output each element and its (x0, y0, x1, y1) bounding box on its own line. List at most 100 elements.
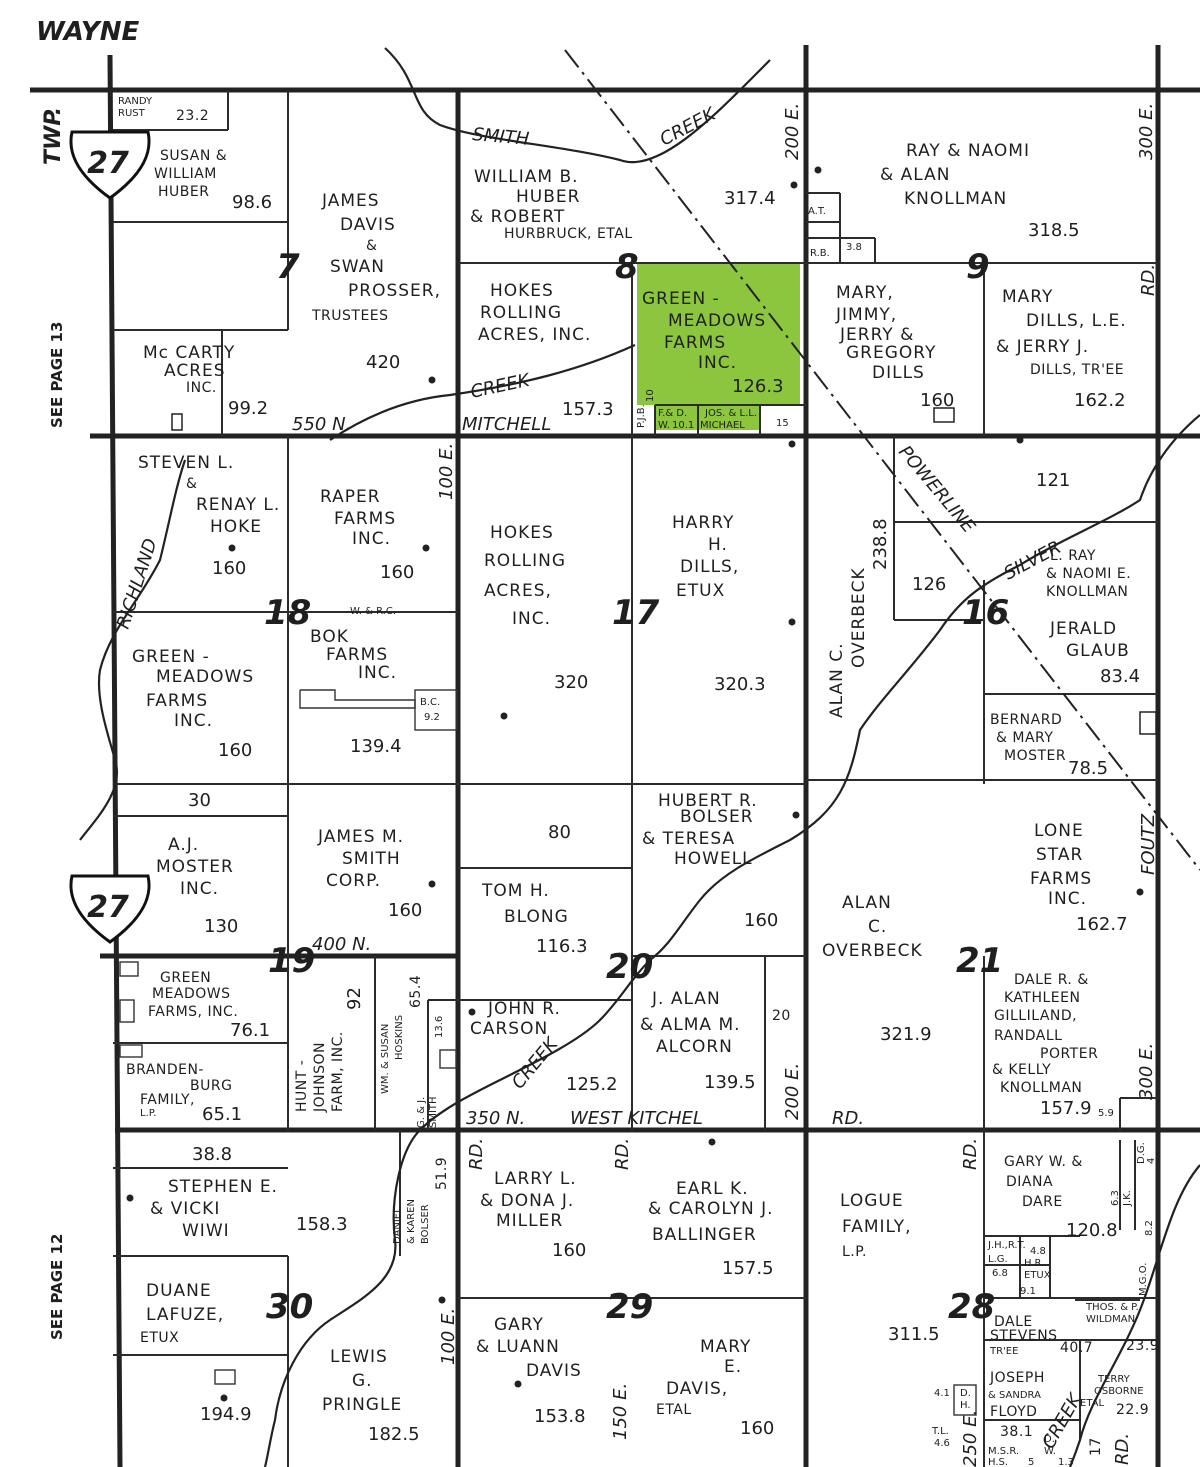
svg-text:157.5: 157.5 (722, 1258, 774, 1279)
parcel-hubert-bolser[interactable]: HUBERT R. BOLSER & TERESA HOWELL 160 (642, 791, 778, 931)
parcel-green-meadows-19[interactable]: GREEN MEADOWS FARMS, INC. 76.1 (148, 970, 270, 1041)
parcel-bok[interactable]: BOK FARMS INC. 139.4 (310, 627, 402, 757)
parcel-jerald-glaub[interactable]: JERALD GLAUB 83.4 (1049, 619, 1140, 687)
parcel-at[interactable]: A.T. (808, 206, 826, 217)
parcel-dale-gilliland[interactable]: DALE R. & KATHLEEN GILLILAND, RANDALL PO… (992, 972, 1098, 1119)
parcel-mary-davis[interactable]: MARY E. DAVIS, ETAL 160 (656, 1337, 774, 1439)
parcel-gary-davis[interactable]: GARY & LUANN DAVIS 153.8 (476, 1315, 586, 1427)
parcel-5-9[interactable]: 5.9 (1098, 1108, 1114, 1119)
parcel-tl[interactable]: T.L. 4.6 (931, 1426, 950, 1449)
parcel-harry-dills[interactable]: HARRY H. DILLS, ETUX 320.3 (672, 513, 766, 695)
parcel-13-6[interactable]: 13.6 (434, 1016, 445, 1038)
svg-text:38.8: 38.8 (192, 1144, 232, 1165)
parcel-38-8[interactable]: 38.8 (192, 1144, 232, 1165)
svg-text:ACRES,: ACRES, (484, 581, 552, 601)
parcel-rb[interactable]: R.B. 3.8 (810, 242, 862, 259)
svg-text:DILLS: DILLS (872, 363, 925, 383)
svg-text:A.J.: A.J. (168, 835, 199, 855)
parcel-20[interactable]: 20 (772, 1008, 791, 1024)
parcel-logue[interactable]: LOGUE FAMILY, L.P. 311.5 (840, 1191, 940, 1345)
parcel-raper[interactable]: RAPER FARMS INC. 160 (320, 487, 414, 583)
svg-text:550 N.: 550 N. (292, 414, 351, 435)
parcel-william-huber[interactable]: WILLIAM B. HUBER & ROBERT HURBRUCK, ETAL… (470, 167, 776, 242)
svg-text:JAMES M.: JAMES M. (317, 827, 404, 847)
parcel-steven-hoke[interactable]: STEVEN L. & RENAY L. HOKE 160 (138, 453, 280, 579)
parcel-joseph-floyd[interactable]: JOSEPH & SANDRA FLOYD 38.1 (988, 1370, 1045, 1440)
parcel-earl-ballinger[interactable]: EARL K. & CAROLYN J. BALLINGER 157.5 (648, 1179, 774, 1279)
parcel-pjb[interactable]: P.J.B. 10 (636, 389, 656, 428)
svg-text:RANDY: RANDY (118, 96, 153, 107)
parcel-msr[interactable]: M.S.R. H.S. 5 (988, 1446, 1034, 1467)
parcel-30[interactable]: 30 (188, 790, 211, 811)
parcel-hoskins[interactable]: WM. & SUSAN HOSKINS 65.4 (380, 975, 424, 1094)
parcel-g-smith[interactable]: G. & J. SMITH (416, 1096, 439, 1128)
svg-text:DUANE: DUANE (146, 1281, 212, 1301)
svg-text:BOLSER: BOLSER (680, 807, 754, 827)
parcel-duane-lafuze[interactable]: DUANE LAFUZE, ETUX 194.9 (140, 1281, 252, 1425)
svg-text:MEADOWS: MEADOWS (156, 667, 254, 687)
svg-text:MARY,: MARY, (836, 283, 894, 303)
parcel-jhrt[interactable]: J.H.,R.T. 4.8 (987, 1240, 1046, 1257)
highlighted-parcel[interactable] (637, 262, 800, 430)
svg-text:80: 80 (548, 822, 571, 843)
parcel-dw[interactable]: D. W. 1.3 (1044, 1434, 1074, 1467)
svg-text:G.: G. (352, 1371, 373, 1391)
svg-text:STEVENS: STEVENS (990, 1328, 1058, 1344)
parcel-stephen-wiwi[interactable]: STEPHEN E. & VICKI WIWI 158.3 (150, 1177, 348, 1241)
svg-text:420: 420 (366, 352, 400, 373)
parcel-jos-michael[interactable]: JOS. & L.L. MICHAEL 15 (700, 408, 789, 431)
parcel-bernard-moster[interactable]: BERNARD & MARY MOSTER 78.5 (990, 712, 1108, 779)
parcel-terry-osborne[interactable]: TERRY OSBORNE ETAL 22.9 (1080, 1374, 1149, 1418)
parcel-fd-w[interactable]: F.& D. W. 10.1 (658, 408, 694, 431)
parcel-mary-jimmy[interactable]: MARY, JIMMY, JERRY & GREGORY DILLS 160 (835, 283, 954, 411)
parcel-hr[interactable]: H.R. ETUX 9.1 (1020, 1258, 1051, 1297)
parcel-alan-alcorn[interactable]: J. ALAN & ALMA M. ALCORN 139.5 (640, 989, 756, 1093)
svg-text:OVERBECK: OVERBECK (822, 941, 923, 961)
parcel-james-smith[interactable]: JAMES M. SMITH CORP. 160 (317, 827, 422, 921)
parcel-hunt-johnson[interactable]: HUNT - JOHNSON FARM, INC. 92 (294, 987, 365, 1113)
parcel-alan-overbeck-21[interactable]: ALAN C. OVERBECK 321.9 (822, 893, 932, 1045)
parcel-mgo[interactable]: M.G.O. 8.2 (1138, 1220, 1155, 1296)
parcel-larry-miller[interactable]: LARRY L. & DONA J. MILLER 160 (480, 1169, 586, 1261)
svg-text:MEADOWS: MEADOWS (152, 986, 231, 1002)
svg-text:162.7: 162.7 (1076, 914, 1128, 935)
parcel-hokes-8[interactable]: HOKES ROLLING ACRES, INC. 157.3 (478, 281, 614, 420)
parcel-gary-dare[interactable]: GARY W. & DIANA DARE 120.8 (1004, 1154, 1118, 1241)
parcel-brandenburg[interactable]: BRANDEN- BURG FAMILY, L.P. 65.1 (126, 1062, 242, 1125)
parcel-alan-overbeck-16[interactable]: ALAN C. OVERBECK 238.8 (827, 518, 891, 718)
parcel-121[interactable]: 121 (1036, 470, 1070, 491)
parcel-lone-star[interactable]: LONE STAR FARMS INC. 162.7 (1030, 821, 1128, 935)
parcel-daniel-bolser[interactable]: DANIEL & KAREN BOLSER 51.9 (392, 1157, 450, 1244)
svg-text:98.6: 98.6 (232, 192, 272, 213)
parcel-wbrc[interactable]: W. & R.C. (350, 606, 396, 617)
parcel-mary-dills[interactable]: MARY DILLS, L.E. & JERRY J. DILLS, TR'EE… (996, 287, 1127, 411)
parcel-dale-stevens[interactable]: DALE STEVENS TR'EE 40.7 (989, 1314, 1093, 1357)
parcel-james-davis[interactable]: JAMES DAVIS & SWAN PROSSER, TRUSTEES 420 (311, 191, 441, 373)
parcel-126[interactable]: 126 (912, 574, 946, 595)
parcel-80[interactable]: 80 (548, 822, 571, 843)
parcel-randy-rust[interactable]: RANDY RUST 23.2 (118, 96, 209, 124)
parcel-jk[interactable]: J.K. 6.3 (1110, 1190, 1133, 1207)
svg-text:28: 28 (948, 1287, 995, 1327)
parcel-dg[interactable]: D.G. 4 (1136, 1142, 1157, 1164)
parcel-dh[interactable]: D. H. 4.1 (934, 1388, 971, 1411)
parcel-green-meadows-8[interactable]: GREEN - MEADOWS FARMS INC. 126.3 (642, 289, 784, 397)
parcel-john-carson[interactable]: JOHN R. CARSON 125.2 (470, 999, 618, 1095)
parcel-lewis-pringle[interactable]: LEWIS G. PRINGLE 182.5 (322, 1347, 420, 1445)
parcel-tom-blong[interactable]: TOM H. BLONG 116.3 (481, 881, 588, 957)
parcel-susan-huber[interactable]: SUSAN & WILLIAM HUBER 98.6 (154, 148, 272, 213)
parcel-ray-knollman[interactable]: L. RAY & NAOMI E. KNOLLMAN (1046, 548, 1131, 600)
svg-text:238.8: 238.8 (870, 518, 891, 570)
parcel-bc[interactable]: B.C. 9.2 (420, 697, 440, 723)
svg-text:HUNT -: HUNT - (294, 1060, 310, 1112)
parcel-thos-wildman[interactable]: THOS. & P. WILDMAN 23.9 (1085, 1302, 1159, 1354)
parcel-green-meadows-18[interactable]: GREEN - MEADOWS FARMS INC. 160 (132, 647, 254, 761)
parcel-lg[interactable]: L.G. 6.8 (988, 1254, 1008, 1279)
svg-text:STEPHEN E.: STEPHEN E. (168, 1177, 278, 1197)
parcel-mccarty[interactable]: Mc CARTY ACRES INC. 99.2 (143, 343, 268, 419)
parcel-aj-moster[interactable]: A.J. MOSTER INC. 130 (156, 835, 238, 937)
svg-text:150 E.: 150 E. (610, 1383, 631, 1440)
parcel-hokes-17[interactable]: HOKES ROLLING ACRES, INC. 320 (484, 523, 588, 693)
parcel-17[interactable]: 17 (1088, 1437, 1104, 1456)
parcel-knollman-9[interactable]: RAY & NAOMI & ALAN KNOLLMAN 318.5 (880, 141, 1080, 241)
